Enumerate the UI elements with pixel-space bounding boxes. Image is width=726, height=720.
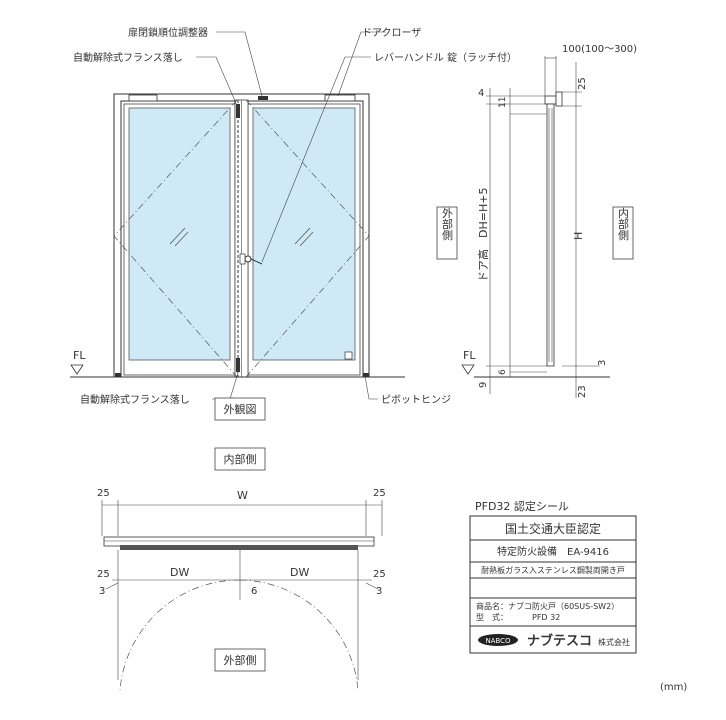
plan-view: 内部側 W 25 25 DW DW 25 25 3 3 6 外部側 xyxy=(97,447,386,691)
door-closer-right xyxy=(324,94,356,102)
callout-auto-flush-bolt-top: 自動解除式フランス落し xyxy=(73,51,183,64)
section-dim-4: 4 xyxy=(478,88,484,99)
section-inside-label: 内部側 xyxy=(617,206,630,240)
section-outside-box xyxy=(436,206,458,260)
seal-category: 特定防火設備 EA-9416 xyxy=(497,545,609,558)
nabco-badge-text: NABCO xyxy=(485,637,511,645)
plan-dim-DW-left: DW xyxy=(170,566,189,579)
plan-dim-3-left: 3 xyxy=(99,586,105,597)
right-swing-arc xyxy=(239,579,359,691)
section-door-leaf xyxy=(546,103,555,367)
section-view: 100(100～300) 4 11 ドア高 DH=H+5 6 9 25 H 3 … xyxy=(436,44,637,398)
seal-company: ナブテスコ xyxy=(527,633,592,649)
plan-dim-3-right: 3 xyxy=(376,586,382,597)
unit-note: (mm) xyxy=(660,682,687,693)
callout-door-closer: ドアクローザ xyxy=(362,27,421,39)
right-swing-indicator xyxy=(245,99,370,378)
plan-dim-DW-right: DW xyxy=(290,566,309,579)
seal-description: 耐熱板ガラス入ステンレス鋼製両開き戸 xyxy=(481,565,625,575)
callout-lever-handle: レバーハンドル 錠（ラッチ付） xyxy=(374,51,517,64)
closer-order-adjuster xyxy=(258,96,268,100)
section-dim-9: 9 xyxy=(478,382,489,388)
fl-label-section: FL xyxy=(463,349,476,362)
plan-header-frame xyxy=(103,536,375,547)
pivot-hinge xyxy=(363,373,369,377)
seal-company-suffix: 株式会社 xyxy=(598,637,630,647)
plan-inside-box xyxy=(214,447,266,471)
callout-pivot-hinge: ピボットヒンジ xyxy=(381,394,451,406)
plan-outside-box xyxy=(214,648,266,672)
section-inside-box xyxy=(612,206,634,260)
flush-bolt-top xyxy=(236,104,240,118)
plan-dim-W: W xyxy=(237,489,248,502)
callout-auto-flush-bolt-bottom: 自動解除式フランス落し xyxy=(80,393,190,406)
plan-door-leaves xyxy=(120,545,358,550)
section-dim-23: 23 xyxy=(577,385,588,398)
front-view-title: 外観図 xyxy=(224,402,257,416)
plan-dim-25-mr: 25 xyxy=(373,569,386,580)
front-elevation: FL 扉閉鎖順位調整器 自動解除式フランス落し ドアクローザ レバーハンドル 錠… xyxy=(70,26,517,421)
certification-seal: PFD32 認定シール 国土交通大臣認定 特定防火設備 EA-9416 耐熱板ガ… xyxy=(469,499,637,654)
section-dim-top: 100(100～300) xyxy=(562,44,637,55)
seal-heading: PFD32 認定シール xyxy=(475,499,569,513)
section-dim-6: 6 xyxy=(498,369,508,375)
fl-label-front: FL xyxy=(73,349,86,362)
plan-dim-25-tr: 25 xyxy=(373,488,386,499)
front-view-title-box xyxy=(214,397,266,421)
plan-inside-label: 内部側 xyxy=(224,452,257,466)
section-dim-door-height: ドア高 DH=H+5 xyxy=(476,188,490,282)
plan-dim-25-ml: 25 xyxy=(97,569,110,580)
section-dim-H: H xyxy=(572,232,585,240)
door-closer-left xyxy=(128,94,158,102)
callout-closer-order-adjuster: 扉閉鎖順位調整器 xyxy=(128,26,208,39)
plan-dim-25-tl: 25 xyxy=(97,488,110,499)
section-dim-3: 3 xyxy=(597,360,608,366)
seal-model-value: PFD 32 xyxy=(532,613,560,622)
plan-dim-6: 6 xyxy=(251,586,257,597)
seal-frame xyxy=(469,515,637,654)
seal-model-label: 型 式： xyxy=(476,612,508,622)
seal-title: 国土交通大臣認定 xyxy=(505,521,601,536)
left-swing-arc xyxy=(119,579,241,691)
plan-outside-label: 外部側 xyxy=(224,653,257,667)
seal-product-name: 商品名：ナブコ防火戸（60SUS-SW2） xyxy=(476,601,619,611)
nabco-badge xyxy=(478,634,518,646)
section-dim-11: 11 xyxy=(498,97,508,108)
left-swing-indicator xyxy=(113,99,238,378)
section-outside-label: 外部側 xyxy=(441,207,454,240)
flush-bolt-bottom xyxy=(236,358,240,372)
lever-handle xyxy=(244,255,252,263)
section-dim-25: 25 xyxy=(577,77,588,90)
